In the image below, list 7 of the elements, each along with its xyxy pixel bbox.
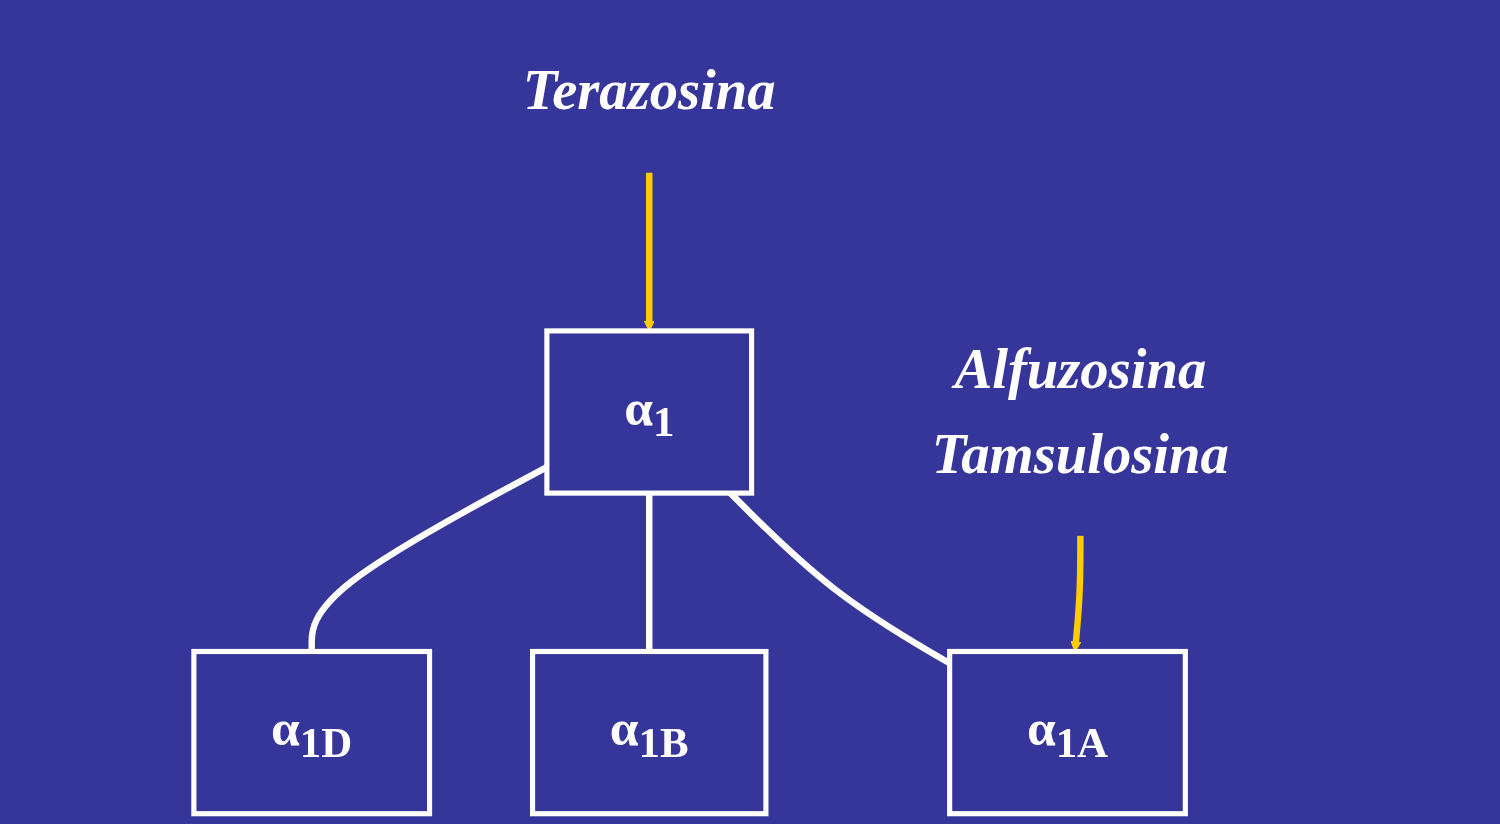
connector (646, 493, 653, 652)
node-text: Alfuzosina Tamsulosina (931, 337, 1229, 486)
node-box: α$_{1A}$ (947, 648, 1188, 817)
node-box: α$_{1}$ (544, 328, 755, 496)
node-text: Terazosina (522, 59, 776, 123)
node-box: α$_{1D}$ (191, 648, 433, 817)
node-box: α$_{1B}$ (530, 648, 769, 817)
